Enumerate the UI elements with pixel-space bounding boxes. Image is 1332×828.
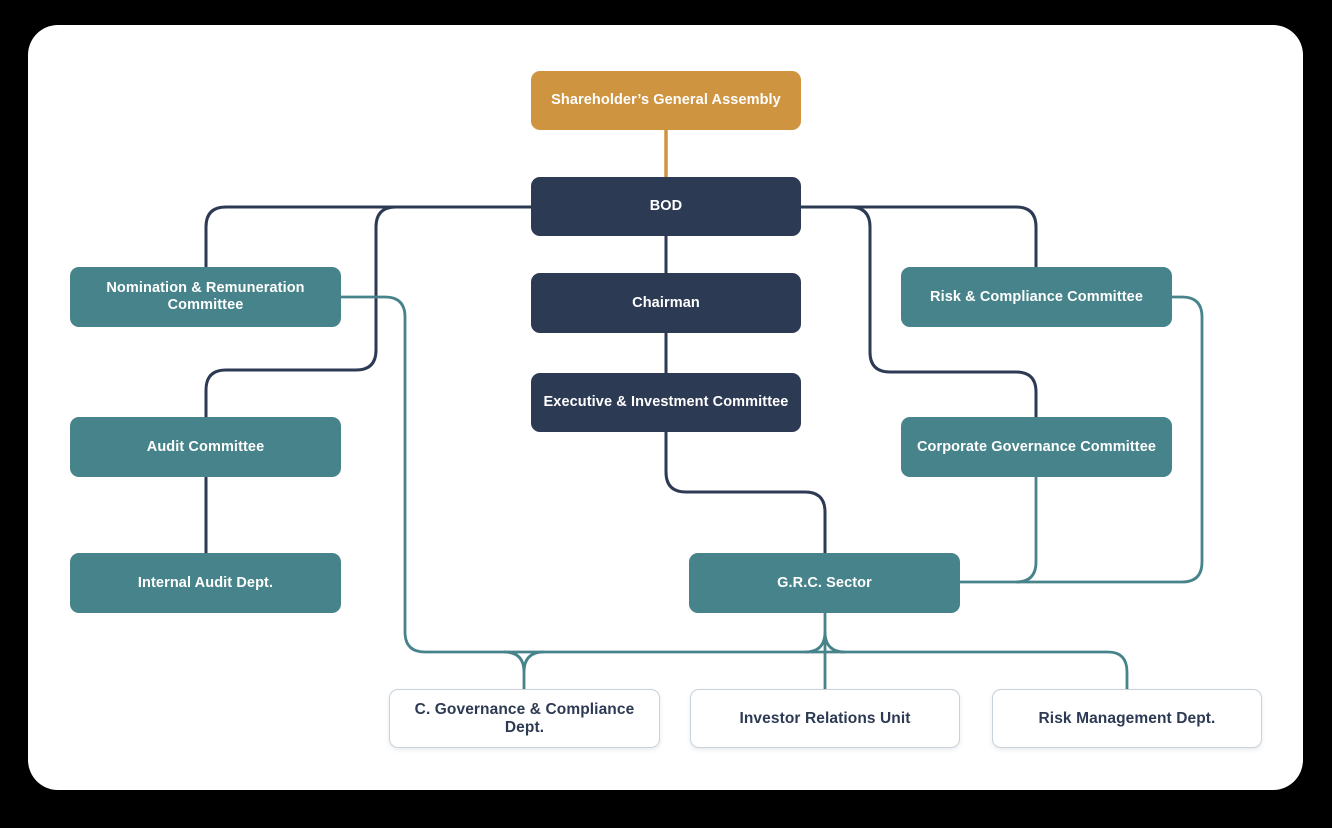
node-label-investor-relations: Investor Relations Unit [739, 709, 911, 727]
node-corp-gov: Corporate Governance Committee [901, 417, 1172, 477]
node-label-corp-gov: Corporate Governance Committee [916, 438, 1157, 455]
node-label-grc: G.R.C. Sector [777, 574, 872, 591]
node-label-nomination: Nomination & Remuneration Committee [106, 280, 305, 313]
node-risk-compliance: Risk & Compliance Committee [901, 267, 1172, 327]
node-nomination: Nomination & Remuneration Committee [70, 267, 341, 327]
node-audit: Audit Committee [70, 417, 341, 477]
node-investor-relations: Investor Relations Unit [690, 689, 960, 748]
node-label-exec: Executive & Investment Committee [543, 394, 789, 411]
node-sga: Shareholder’s General Assembly [531, 71, 801, 130]
node-chairman: Chairman [531, 273, 801, 333]
node-label-audit: Audit Committee [146, 438, 265, 455]
node-label-bod: BOD [649, 198, 683, 215]
node-grc: G.R.C. Sector [689, 553, 960, 613]
node-risk-mgmt: Risk Management Dept. [992, 689, 1262, 748]
node-label-risk-compliance: Risk & Compliance Committee [930, 288, 1143, 305]
node-label-cgc-dept: C. Governance & Compliance Dept. [414, 700, 635, 736]
node-bod: BOD [531, 177, 801, 236]
node-label-chairman: Chairman [632, 294, 700, 311]
node-label-sga: Shareholder’s General Assembly [551, 92, 781, 109]
node-cgc-dept: C. Governance & Compliance Dept. [389, 689, 660, 748]
node-label-risk-mgmt: Risk Management Dept. [1038, 709, 1216, 727]
node-internal-audit: Internal Audit Dept. [70, 553, 341, 613]
node-exec: Executive & Investment Committee [531, 373, 801, 432]
node-label-internal-audit: Internal Audit Dept. [137, 574, 274, 591]
